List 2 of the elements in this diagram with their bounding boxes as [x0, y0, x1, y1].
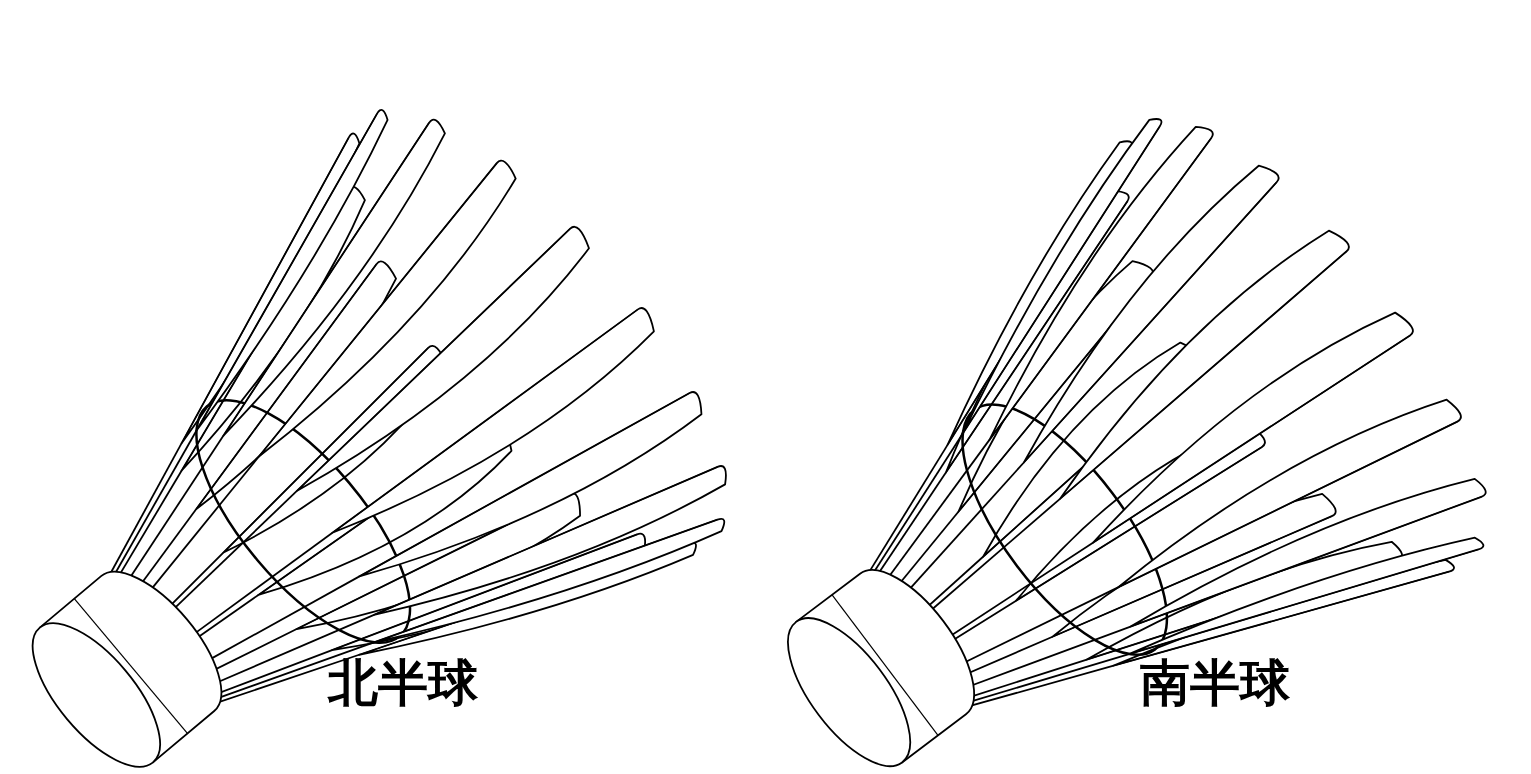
caption-label: 南半球: [1140, 653, 1290, 714]
caption-label: 北半球: [328, 653, 478, 714]
